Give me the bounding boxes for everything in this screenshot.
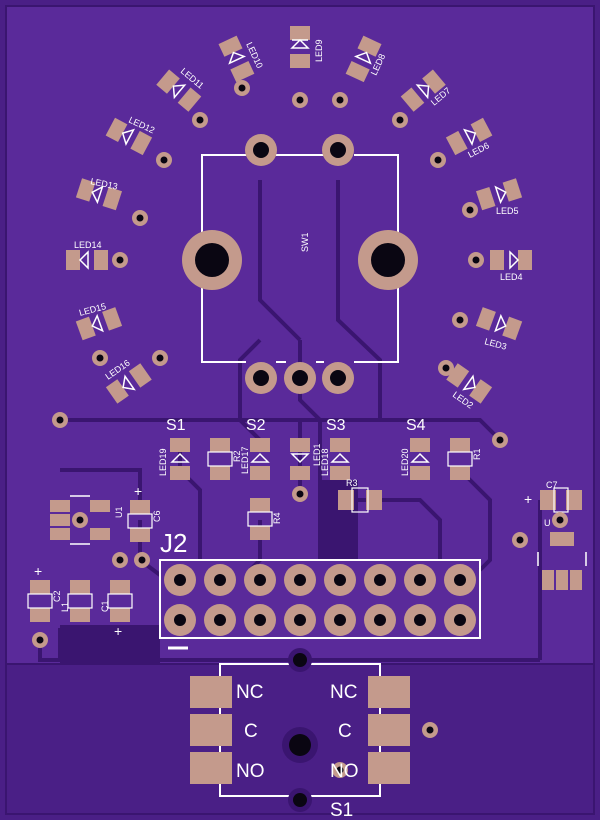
l1-footprint	[67, 580, 93, 622]
led20-label: LED20	[400, 448, 410, 476]
j2-outline	[159, 559, 481, 639]
led14-label: LED14	[74, 240, 102, 250]
j2-pin-hole	[174, 614, 186, 626]
led5-label: LED5	[496, 206, 519, 216]
c2-footprint	[27, 580, 53, 622]
r4-footprint	[247, 498, 273, 540]
sw1-label: SW1	[300, 232, 310, 252]
j2-pins	[164, 564, 476, 636]
led1-label: LED1	[312, 443, 322, 466]
c7-plus-mark: +	[524, 491, 532, 507]
led2-footprint	[446, 363, 493, 404]
led15-footprint	[75, 307, 123, 341]
r1-label: R1	[472, 448, 482, 460]
middle-row-parts	[170, 438, 473, 540]
led10-footprint	[218, 35, 255, 83]
c6-label: C6	[152, 510, 162, 522]
c2-plus-mark: +	[34, 563, 42, 579]
j2-pin-hole	[214, 574, 226, 586]
r1-footprint	[447, 438, 473, 480]
u-right-label: U	[544, 518, 551, 528]
s3-label: S3	[326, 417, 346, 434]
j2-pin-hole	[414, 614, 426, 626]
no-left-label: NO	[236, 761, 265, 782]
j2-pin-hole	[374, 574, 386, 586]
sw1-footprint	[182, 134, 418, 394]
led12-footprint	[105, 117, 153, 156]
led9-footprint	[290, 26, 310, 68]
j2-pin-hole	[374, 614, 386, 626]
c1-plus-mark: +	[114, 623, 122, 639]
u1-footprint	[50, 495, 110, 545]
j2-pin-hole	[294, 574, 306, 586]
led6-footprint	[445, 117, 493, 156]
r3-label: R3	[346, 478, 358, 488]
nc-left-label: NC	[236, 682, 263, 703]
led14-footprint	[66, 250, 108, 270]
nc-right-label: NC	[330, 682, 357, 703]
led19-label: LED19	[158, 448, 168, 476]
j2-header	[159, 559, 481, 650]
led9-label: LED9	[314, 39, 324, 62]
led17-label: LED17	[240, 446, 250, 474]
led-ring	[66, 26, 532, 404]
j2-pin-hole	[414, 574, 426, 586]
led4-label: LED4	[500, 272, 523, 282]
c1-footprint	[107, 580, 133, 622]
no-right-label: NO	[330, 761, 359, 782]
led18-label: LED18	[320, 448, 330, 476]
relay-connector	[190, 648, 438, 812]
right-power-section	[512, 487, 587, 590]
r3-footprint	[338, 487, 382, 513]
led16-footprint	[105, 363, 152, 404]
s4-label: S4	[406, 417, 426, 434]
j2-pin-hole	[174, 574, 186, 586]
j2-pin-hole	[294, 614, 306, 626]
s2-label: S2	[246, 417, 266, 434]
led5-footprint	[475, 178, 523, 211]
r2-footprint	[207, 438, 233, 480]
r4-label: R4	[272, 512, 282, 524]
l1-label: L1	[60, 602, 70, 612]
r2-label: R2	[232, 450, 242, 462]
led1-footprint	[290, 438, 310, 480]
j2-label: J2	[160, 528, 187, 558]
led13-footprint	[75, 178, 123, 211]
ring-vias	[52, 80, 508, 448]
j2-pin-hole	[454, 574, 466, 586]
led7-footprint	[400, 69, 446, 112]
led11-footprint	[156, 69, 202, 112]
j2-pin-hole	[254, 614, 266, 626]
c2-label: C2	[52, 590, 62, 602]
led8-footprint	[345, 35, 382, 83]
led18-footprint	[330, 438, 350, 480]
s1-label: S1	[166, 417, 186, 434]
s1-bottom-label: S1	[330, 800, 353, 820]
led19-footprint	[170, 438, 190, 480]
c6-footprint	[127, 500, 153, 542]
c1-label: C1	[100, 600, 110, 612]
led20-footprint	[410, 438, 430, 480]
j2-pin-hole	[454, 614, 466, 626]
j2-pin-hole	[254, 574, 266, 586]
u1-label: U1	[114, 506, 124, 518]
j2-pin-hole	[334, 574, 346, 586]
j2-pin-hole	[214, 614, 226, 626]
c7-label: C7	[546, 480, 558, 490]
copper-fill-block	[60, 625, 160, 665]
c-right-label: C	[338, 721, 352, 742]
led3-footprint	[475, 307, 523, 341]
c7-footprint	[540, 487, 582, 513]
left-power-section	[27, 495, 153, 648]
led4-footprint	[490, 250, 532, 270]
led17-footprint	[250, 438, 270, 480]
j2-pin-hole	[334, 614, 346, 626]
u-right-footprint	[537, 532, 587, 590]
c-left-label: C	[244, 721, 258, 742]
c6-plus-mark: +	[134, 483, 142, 499]
